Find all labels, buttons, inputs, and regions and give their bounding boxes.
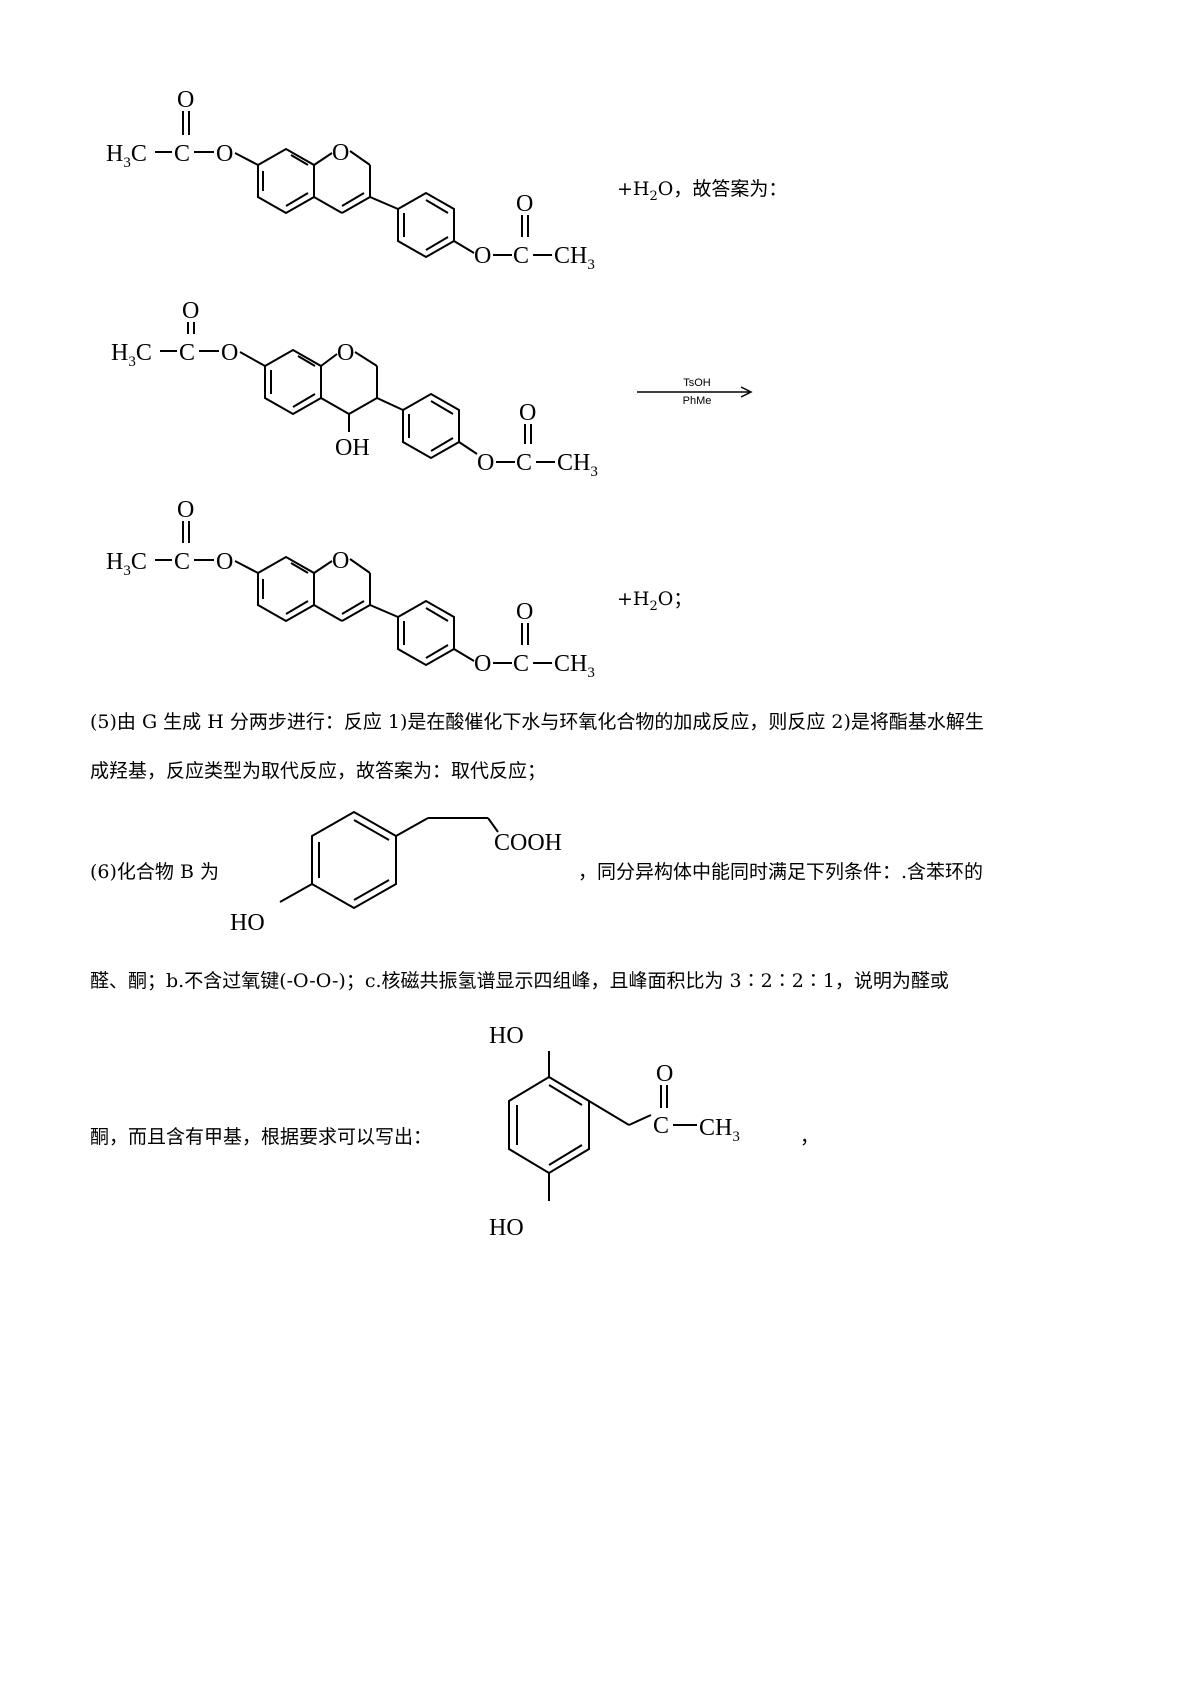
rxn-bottom-suffix: +H2O； [617, 588, 693, 614]
label-carbonyl-o-2: O [516, 191, 533, 217]
label-carbonyl-c-2: C [516, 450, 532, 476]
para6-line2: 醛、酮；b.不含过氧键(-O-O-)；c.核磁共振氢谱显示四组峰，且峰面积比为 … [90, 970, 949, 992]
label-carbonyl-o: O [177, 87, 194, 113]
label-ch3: CH3 [554, 243, 595, 273]
reagent-tsoh: TsOH [683, 377, 711, 389]
label-ketone-c: C [653, 1113, 669, 1139]
structure-compound-b: COOH HO [230, 810, 562, 936]
label-ch3: CH3 [699, 1115, 740, 1145]
structure-isoflavanol-diacetate: H3C C O O O OH O C O CH3 [111, 300, 598, 480]
rxn-top-suffix: +H2O，故答案为： [617, 178, 788, 204]
label-ch3: CH3 [557, 450, 598, 480]
label-ring-o: O [337, 340, 354, 366]
label-carbonyl-o: O [182, 300, 199, 324]
label-ring-o: O [332, 140, 349, 166]
para5-line1: (5)由 G 生成 H 分两步进行：反应 1)是在酸催化下水与环氧化合物的加成反… [90, 711, 984, 733]
label-ester-o-2: O [474, 651, 491, 677]
label-ho-top: HO [489, 1023, 524, 1049]
label-carbonyl-c: C [174, 549, 190, 575]
structure-isoflavene-diacetate-1: H3C C O O O O C O CH3 [106, 87, 595, 273]
label-carbonyl-c-2: C [513, 651, 529, 677]
label-ester-o: O [216, 549, 233, 575]
label-ester-o: O [216, 141, 233, 167]
label-ester-o-2: O [477, 450, 494, 476]
label-ketone-o: O [656, 1061, 673, 1087]
label-carbonyl-o-2: O [516, 599, 533, 625]
reagent-phme: PhMe [683, 395, 712, 407]
label-carbonyl-o-2: O [519, 400, 536, 426]
para6-line3-suffix: ， [800, 1126, 820, 1148]
structure-dihydroxyacetophenone: HO C O CH3 HO [489, 1023, 740, 1241]
label-ester-o-2: O [474, 243, 491, 269]
reaction-arrow: TsOH PhMe [637, 377, 753, 407]
para6-suffix: ，同分异构体中能同时满足下列条件：.含苯环的 [578, 861, 984, 883]
label-carbonyl-c-2: C [513, 243, 529, 269]
label-ch3: CH3 [554, 651, 595, 681]
para6-line3-prefix: 酮，而且含有甲基，根据要求可以写出： [90, 1126, 433, 1148]
para6-prefix: (6)化合物 B 为 [90, 861, 219, 883]
label-ho: HO [230, 910, 265, 936]
label-ho-bottom: HO [489, 1215, 524, 1241]
label-h3c: H3C [106, 549, 147, 579]
label-carbonyl-o: O [177, 497, 194, 523]
label-oh: OH [335, 435, 370, 461]
label-h3c: H3C [111, 340, 152, 370]
label-ester-o: O [221, 340, 238, 366]
para5-line2: 成羟基，反应类型为取代反应，故答案为：取代反应； [90, 760, 547, 782]
label-carbonyl-c: C [179, 340, 195, 366]
label-ring-o: O [332, 548, 349, 574]
structure-isoflavene-diacetate-2: H3C C O O O O C O CH3 [106, 497, 595, 681]
label-carbonyl-c: C [174, 141, 190, 167]
label-cooh: COOH [494, 830, 562, 856]
label-h3c: H3C [106, 141, 147, 171]
